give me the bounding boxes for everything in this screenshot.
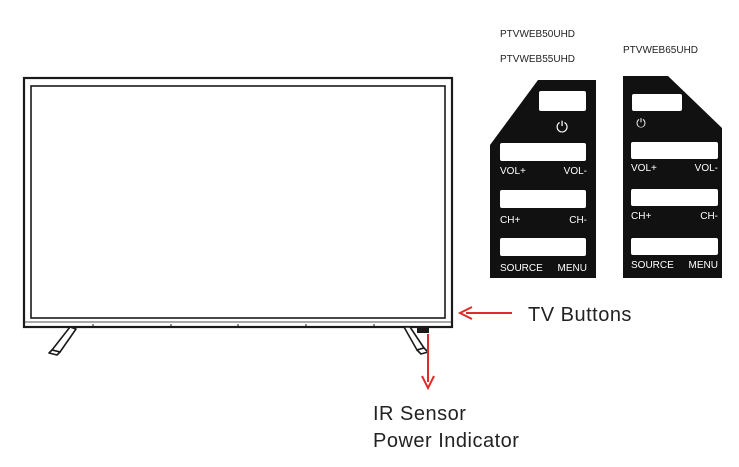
tv-set [22, 76, 454, 356]
panel-b-vol-plus-label: VOL+ [631, 163, 657, 174]
model-label-65: PTVWEB65UHD [623, 45, 698, 56]
ir-sensor-callout: IR Sensor Power Indicator [373, 334, 519, 452]
ir-sensor-module [417, 327, 429, 333]
ir-sensor-arrow-head [421, 375, 435, 391]
tv-bezel-marks [92, 324, 375, 327]
model-label-50: PTVWEB50UHD [500, 29, 575, 40]
tv-screen [30, 85, 446, 319]
panel-a-vol-button [500, 143, 586, 161]
tv-buttons-label: TV Buttons [528, 304, 632, 326]
panel-b-vol-button [631, 142, 718, 159]
panel-b-source-label: SOURCE [631, 260, 674, 271]
tv-bezel [22, 76, 454, 329]
panel-a-vol-minus-label: VOL- [564, 166, 587, 177]
panel-a-power-button [539, 91, 586, 111]
panel-a-power-icon: ⏻ [556, 118, 568, 136]
button-panel-65: ⏻ VOL+ VOL- CH+ CH- SOURCE MENU [623, 76, 722, 278]
panel-b-ch-plus-label: CH+ [631, 211, 651, 222]
panel-b-ch-minus-label: CH- [700, 211, 718, 222]
tv-stand-left [48, 326, 77, 356]
panel-a-source-label: SOURCE [500, 263, 543, 274]
panel-a-menu-label: MENU [558, 263, 587, 274]
button-panel-50-55: ⏻ VOL+ VOL- CH+ CH- SOURCE MENU [490, 80, 596, 278]
panel-b-power-button [632, 94, 682, 111]
panel-a-body [490, 80, 596, 278]
tv-buttons-callout: TV Buttons [457, 304, 632, 326]
power-indicator-label: Power Indicator [373, 430, 519, 452]
panel-b-ch-button [631, 189, 718, 206]
ir-sensor-label: IR Sensor [373, 403, 466, 425]
model-label-55: PTVWEB55UHD [500, 54, 575, 65]
panel-a-ch-button [500, 190, 586, 208]
panel-b-vol-minus-label: VOL- [695, 163, 718, 174]
panel-b-body [623, 76, 722, 278]
panel-a-ch-plus-label: CH+ [500, 215, 520, 226]
panel-b-source-button [631, 238, 718, 255]
tv-buttons-arrow-head [457, 306, 473, 320]
panel-a-source-button [500, 238, 586, 256]
panel-b-power-icon: ⏻ [636, 116, 646, 130]
panel-a-ch-minus-label: CH- [569, 215, 587, 226]
panel-a-vol-plus-label: VOL+ [500, 166, 526, 177]
panel-b-menu-label: MENU [689, 260, 718, 271]
